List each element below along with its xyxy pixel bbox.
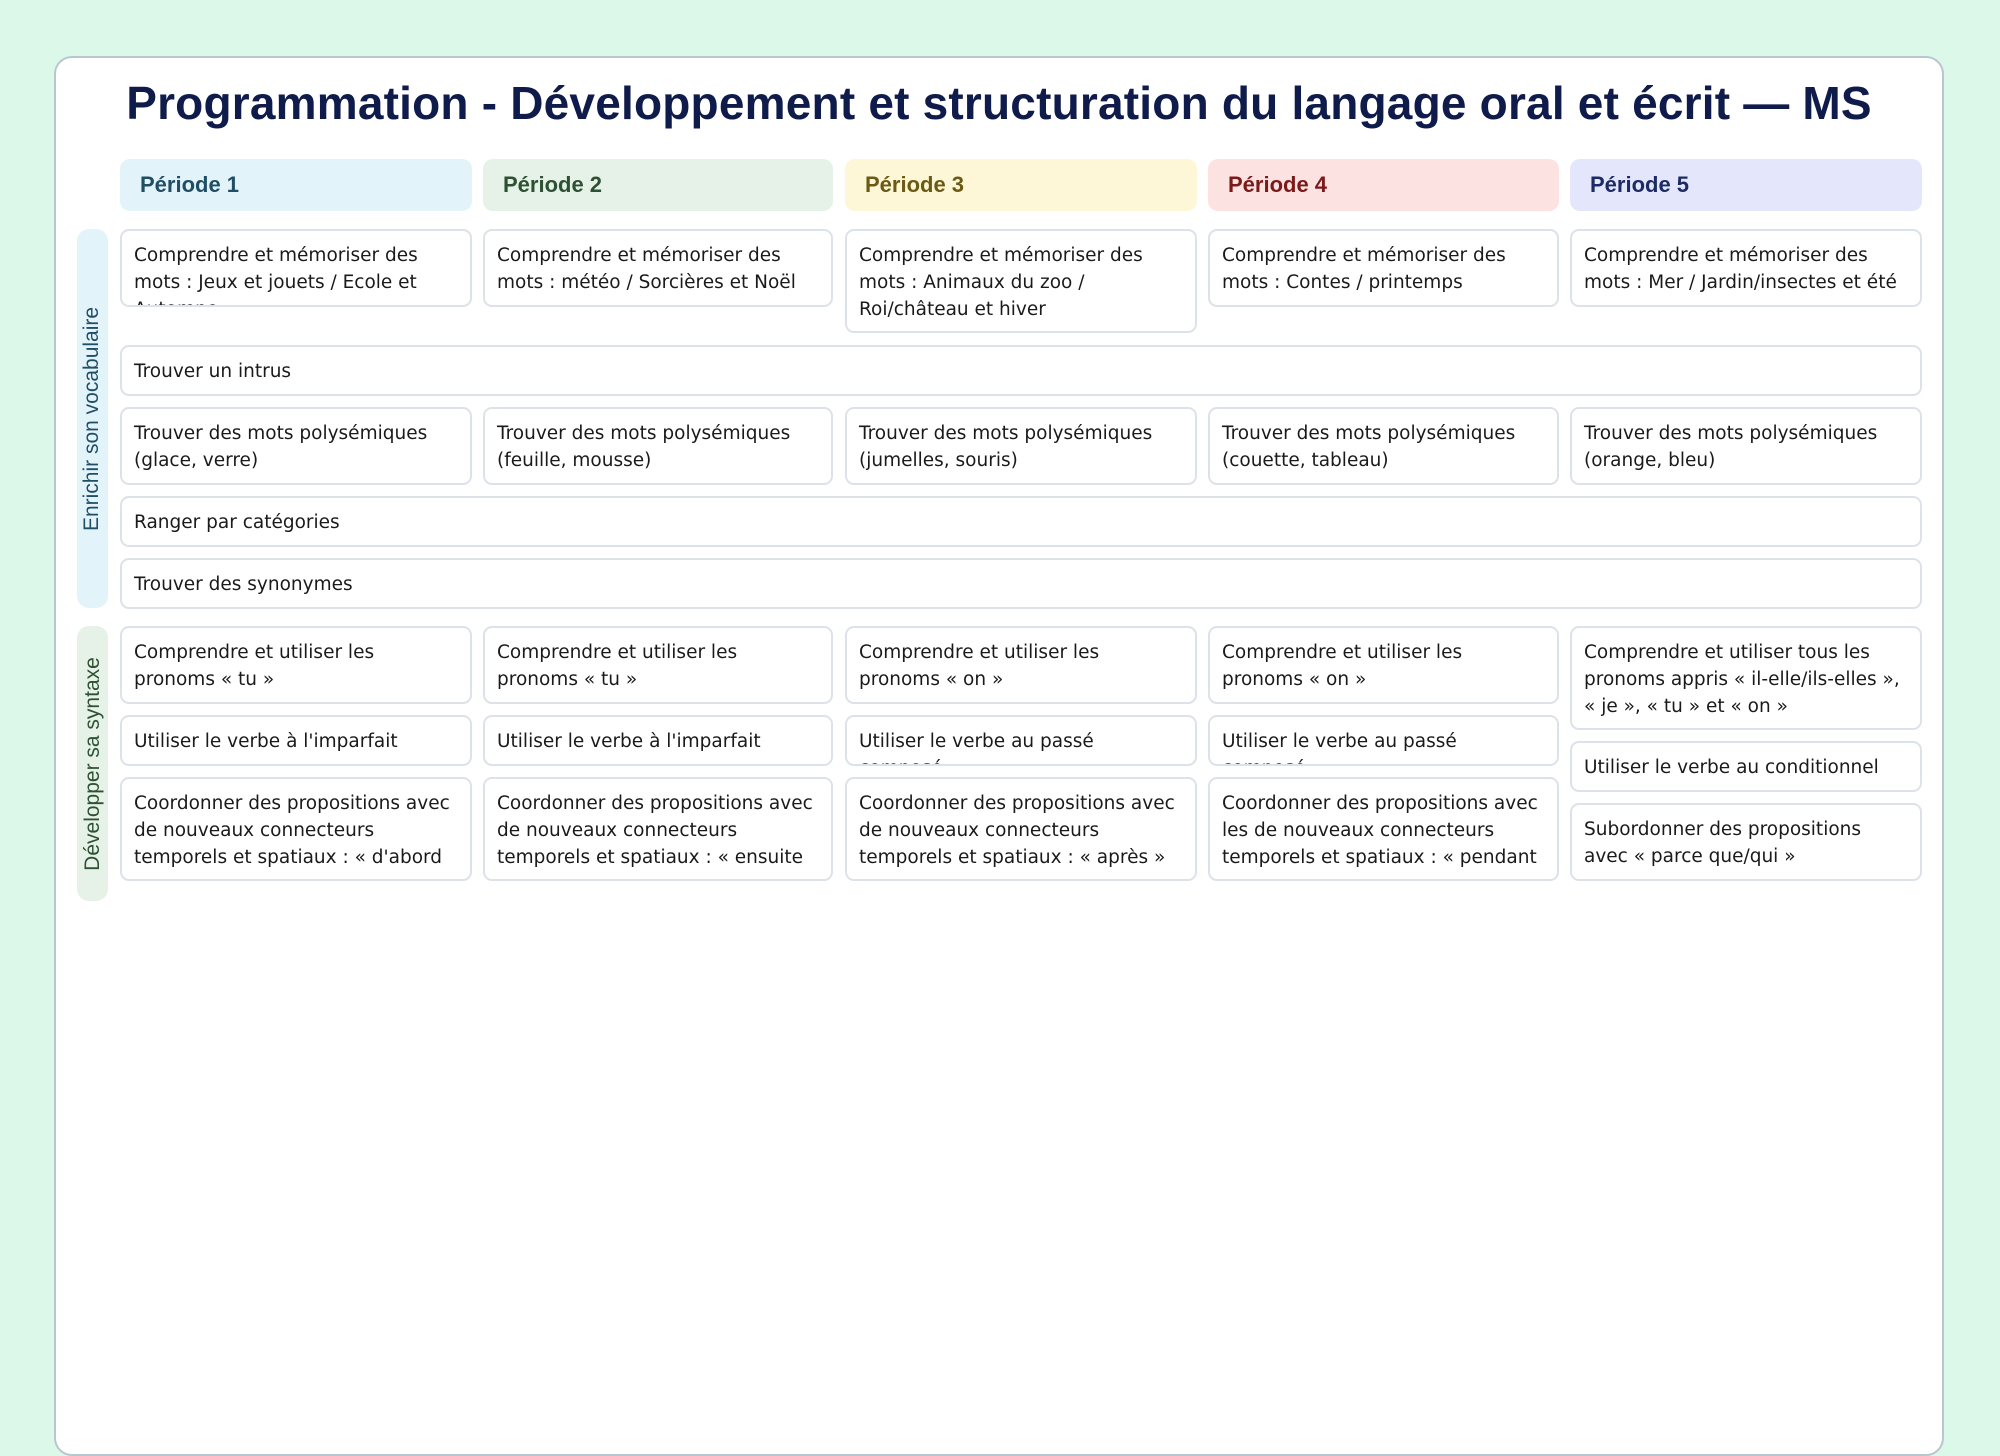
cell-pronoms-p4: Comprendre et utiliser les pronoms « on … <box>1208 626 1559 704</box>
period-header-1: Période 1 <box>120 159 472 211</box>
cell-synonymes: Trouver des synonymes <box>120 558 1922 609</box>
cell-propositions-p1: Coordonner des propositions avec de nouv… <box>120 777 472 881</box>
cell-memoriser-p3: Comprendre et mémoriser des mots : Anima… <box>845 229 1197 333</box>
cell-verbes-p5: Utiliser le verbe au conditionnel <box>1570 741 1922 792</box>
cell-memoriser-p4: Comprendre et mémoriser des mots : Conte… <box>1208 229 1559 307</box>
period-header-4: Période 4 <box>1208 159 1559 211</box>
domain-label-vocabulaire: Enrichir son vocabulaire <box>77 229 108 608</box>
period-header-2: Période 2 <box>483 159 833 211</box>
cell-pronoms-p1: Comprendre et utiliser les pronoms « tu … <box>120 626 472 704</box>
cell-polysemiques-p1: Trouver des mots polysémiques (glace, ve… <box>120 407 472 485</box>
cell-polysemiques-p3: Trouver des mots polysémiques (jumelles,… <box>845 407 1197 485</box>
cell-propositions-p2: Coordonner des propositions avec de nouv… <box>483 777 833 881</box>
domain-label-syntaxe-text: Développer sa syntaxe <box>80 656 104 871</box>
cell-pronoms-p3: Comprendre et utiliser les pronoms « on … <box>845 626 1197 704</box>
cell-categories: Ranger par catégories <box>120 496 1922 547</box>
cell-polysemiques-p5: Trouver des mots polysémiques (orange, b… <box>1570 407 1922 485</box>
cell-polysemiques-p4: Trouver des mots polysémiques (couette, … <box>1208 407 1559 485</box>
page-title: Programmation - Développement et structu… <box>126 77 1872 129</box>
period-header-5: Période 5 <box>1570 159 1922 211</box>
cell-verbes-p4: Utiliser le verbe au passé composé <box>1208 715 1559 766</box>
cell-propositions-p4: Coordonner des propositions avec les de … <box>1208 777 1559 881</box>
domain-label-syntaxe: Développer sa syntaxe <box>77 626 108 901</box>
cell-propositions-p3: Coordonner des propositions avec de nouv… <box>845 777 1197 881</box>
cell-polysemiques-p2: Trouver des mots polysémiques (feuille, … <box>483 407 833 485</box>
cell-memoriser-p1: Comprendre et mémoriser des mots : Jeux … <box>120 229 472 307</box>
cell-verbes-p2: Utiliser le verbe à l'imparfait <box>483 715 833 766</box>
period-header-3: Période 3 <box>845 159 1197 211</box>
cell-memoriser-p5: Comprendre et mémoriser des mots : Mer /… <box>1570 229 1922 307</box>
cell-intrus: Trouver un intrus <box>120 345 1922 396</box>
cell-pronoms-p5: Comprendre et utiliser tous les pronoms … <box>1570 626 1922 730</box>
cell-memoriser-p2: Comprendre et mémoriser des mots : météo… <box>483 229 833 307</box>
cell-verbes-p3: Utiliser le verbe au passé composé <box>845 715 1197 766</box>
cell-verbes-p1: Utiliser le verbe à l'imparfait <box>120 715 472 766</box>
domain-label-vocabulaire-text: Enrichir son vocabulaire <box>80 306 104 531</box>
cell-propositions-p5: Subordonner des propositions avec « parc… <box>1570 803 1922 881</box>
cell-pronoms-p2: Comprendre et utiliser les pronoms « tu … <box>483 626 833 704</box>
